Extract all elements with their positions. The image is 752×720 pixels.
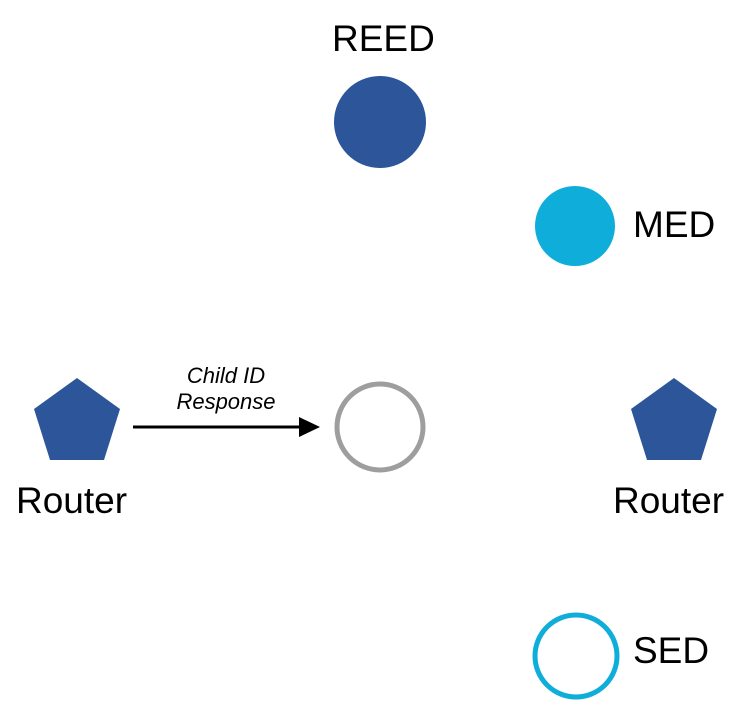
node-router-left-label: Router — [16, 480, 128, 521]
node-reed-label: REED — [332, 18, 435, 59]
edge-arrowhead — [299, 417, 320, 437]
edge-child-id-response-label: Child ID Response — [150, 363, 302, 415]
node-sed-label: SED — [633, 630, 710, 671]
node-reed-circle[interactable] — [334, 76, 426, 168]
edge-label-line-1: Child ID — [186, 363, 266, 388]
edge-label-line-2: Response — [176, 388, 276, 414]
node-med-label: MED — [633, 204, 716, 245]
node-router-right-pentagon[interactable] — [631, 378, 717, 460]
edge-child-id-response-arrow[interactable] — [133, 417, 320, 437]
node-sed-circle[interactable] — [532, 612, 620, 700]
node-router-left-pentagon[interactable] — [34, 378, 120, 460]
node-router-right-label: Router — [613, 480, 725, 521]
node-med-circle[interactable] — [535, 186, 615, 266]
node-child-circle[interactable] — [334, 381, 426, 473]
